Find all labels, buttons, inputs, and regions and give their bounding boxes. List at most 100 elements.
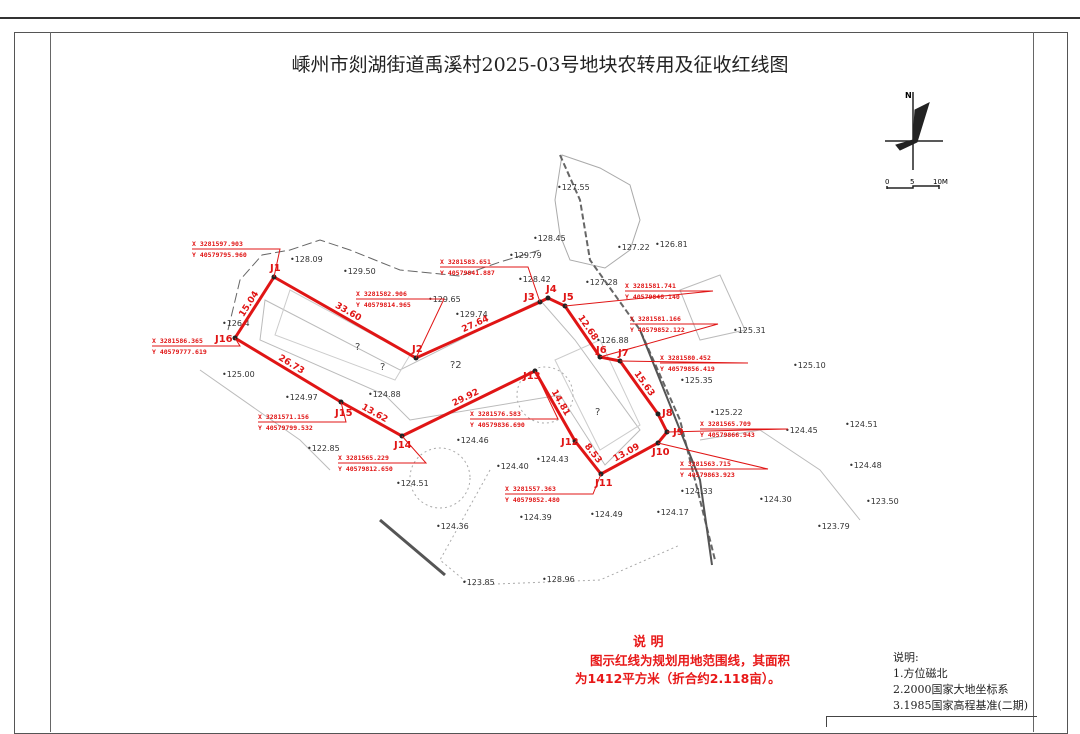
coord-x: X 3281563.715 xyxy=(680,460,731,468)
elevation-label: •129.65 xyxy=(428,295,461,304)
elevation-label: •129.74 xyxy=(455,310,488,319)
elevation-label: •128.45 xyxy=(533,234,566,243)
boundary-vertex xyxy=(545,295,551,301)
elevation-points: •127.55•128.45•129.79•126.81•127.22•128.… xyxy=(222,183,899,587)
elevation-label: •128.42 xyxy=(518,275,551,284)
elevation-label: •128.09 xyxy=(290,255,323,264)
vertex-label: J3 xyxy=(523,292,535,303)
elevation-label: •129.50 xyxy=(343,267,376,276)
elevation-label: •123.50 xyxy=(866,497,899,506)
elevation-label: •124.39 xyxy=(519,513,552,522)
coord-leader xyxy=(505,473,602,495)
map-title: 嵊州市剡湖街道禹溪村2025-03号地块农转用及征收红线图 xyxy=(291,54,789,76)
elevation-label: •126.81 xyxy=(655,240,688,249)
coord-leader xyxy=(192,248,281,278)
coord-leader xyxy=(338,435,428,464)
elevation-label: •125.22 xyxy=(710,408,743,417)
elevation-label: •125.31 xyxy=(733,326,766,335)
north-arrow-icon: N 0 5 10M xyxy=(885,91,948,189)
boundary-vertex xyxy=(572,438,578,444)
elevation-label: •127.28 xyxy=(585,278,618,287)
coord-x: X 3281582.906 xyxy=(356,290,407,298)
elevation-label: •124.43 xyxy=(536,455,569,464)
elevation-label: •125.00 xyxy=(222,370,255,379)
vertex-label: J7 xyxy=(617,348,629,359)
scale-bar xyxy=(886,185,940,189)
elevation-label: •125.35 xyxy=(680,376,713,385)
boundary-vertex xyxy=(655,411,661,417)
scale-tick-10m: 10M xyxy=(933,178,948,186)
vertex-label: J4 xyxy=(545,284,557,295)
coord-leader xyxy=(258,401,347,423)
elevation-label: •124.51 xyxy=(845,420,878,429)
vertex-label: J8 xyxy=(661,408,673,419)
elevation-label: •124.33 xyxy=(680,487,713,496)
coord-y: Y 40579866.943 xyxy=(700,431,755,439)
parcel-labels: ?2??? xyxy=(355,342,600,418)
elevation-label: •128.96 xyxy=(542,575,575,584)
coord-leader xyxy=(440,266,541,303)
vertex-label: J2 xyxy=(411,344,423,355)
coord-y: Y 40579777.619 xyxy=(152,348,207,356)
legend-item: 2.2000国家大地坐标系 xyxy=(893,683,1009,696)
vertex-label: J10 xyxy=(651,447,670,458)
elevation-label: •127.55 xyxy=(557,183,590,192)
notes-line-1: 图示红线为规划用地范围线，其面积 xyxy=(590,653,791,668)
scale-tick-5: 5 xyxy=(910,178,914,186)
coord-x: X 3281597.903 xyxy=(192,240,243,248)
elevation-label: •124.51 xyxy=(396,479,429,488)
legend-item: 3.1985国家高程基准(二期) xyxy=(893,699,1029,712)
coord-y: Y 40579812.650 xyxy=(338,465,393,473)
elevation-label: •126.88 xyxy=(596,336,629,345)
coord-x: X 3281571.156 xyxy=(258,413,309,421)
coord-leader xyxy=(599,323,719,358)
coord-x: X 3281586.365 xyxy=(152,337,203,345)
elevation-label: •125.10 xyxy=(793,361,826,370)
vertex-label: J14 xyxy=(393,440,412,451)
coord-x: X 3281557.363 xyxy=(505,485,556,493)
coord-y: Y 40579836.690 xyxy=(470,421,525,429)
coord-x: X 3281565.229 xyxy=(338,454,389,462)
coord-leader xyxy=(619,360,749,364)
vertex-label: J15 xyxy=(334,408,353,419)
vertex-label: J13 xyxy=(522,371,541,382)
coord-leader xyxy=(564,290,714,307)
notes-heading: 说 明 xyxy=(633,635,664,650)
coord-leader xyxy=(666,428,789,433)
parcel-label: ?2 xyxy=(450,360,462,371)
vertex-label: J9 xyxy=(672,427,684,438)
elevation-label: •124.88 xyxy=(368,390,401,399)
elevation-label: •122.85 xyxy=(307,444,340,453)
coord-x: X 3281576.583 xyxy=(470,410,521,418)
elevation-label: •124.36 xyxy=(436,522,469,531)
vertex-label: J16 xyxy=(214,334,233,345)
elevation-label: •124.97 xyxy=(285,393,318,402)
coord-x: X 3281581.166 xyxy=(630,315,681,323)
coord-leader xyxy=(356,298,445,359)
coord-y: Y 40579863.923 xyxy=(680,471,735,479)
elevation-label: •129.79 xyxy=(509,251,542,260)
scale-tick-0: 0 xyxy=(885,178,889,186)
elevation-label: •124.40 xyxy=(496,462,529,471)
elevation-label: •126.4 xyxy=(222,319,250,328)
legend-heading: 说明: xyxy=(893,651,919,664)
coord-leader xyxy=(152,337,241,347)
base-topography xyxy=(199,154,861,586)
coord-leader xyxy=(470,370,559,420)
coord-y: Y 40579852.122 xyxy=(630,326,685,334)
parcel-label: ? xyxy=(355,342,360,353)
vertex-label: J1 xyxy=(269,263,281,274)
elevation-label: •123.79 xyxy=(817,522,850,531)
parcel-label: ? xyxy=(595,407,600,418)
elevation-label: •123.85 xyxy=(462,578,495,587)
vertex-label: J11 xyxy=(594,478,613,489)
north-label: N xyxy=(905,91,912,100)
legend-item: 1.方位磁北 xyxy=(893,667,948,680)
vertex-label: J12 xyxy=(560,437,579,448)
coord-y: Y 40579795.960 xyxy=(192,251,247,259)
coord-x: X 3281583.651 xyxy=(440,258,491,266)
legend: 说明: 1.方位磁北 2.2000国家大地坐标系 3.1985国家高程基准(二期… xyxy=(893,650,1028,714)
coord-leader xyxy=(657,442,769,470)
elevation-label: •124.17 xyxy=(656,508,689,517)
